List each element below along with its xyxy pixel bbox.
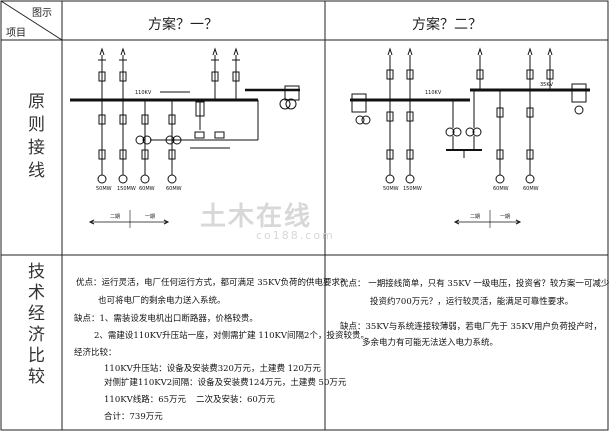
d2-gen-cap-4: 60MW — [523, 186, 539, 192]
diagram-scheme-1 — [70, 47, 300, 228]
d1-arrow-left: 二期 — [110, 214, 120, 220]
s1-line-3: 缺点：1、需装设发电机出口断路器，价格较贵。 — [74, 314, 258, 324]
d1-gen-cap-2: 150MW — [117, 186, 136, 192]
s1-line-5: 经济比较： — [74, 348, 117, 358]
d1-arrow-right: 一期 — [145, 214, 155, 220]
column-title-scheme-1: 方案？一？ — [148, 17, 218, 33]
row-label-principle-wiring: 原则接线 — [24, 92, 44, 184]
d2-bus1-label: 110KV — [425, 90, 442, 96]
watermark-sub: co188.com — [256, 229, 335, 242]
watermark-text: 土木在线 — [200, 202, 313, 232]
s2-line-1: 优点： 一期接线简单，只有 35KV 一级电压，投资省？较方案一可减少 — [340, 279, 610, 289]
s2-line-2: 投资约700万元？，运行较灵活，能满足可靠性要求。 — [370, 297, 574, 307]
s1-line-7: 对侧扩建110KV2间隔：设备及安装费124万元，土建费 50万元 — [104, 378, 347, 388]
s1-line-8: 110KV线路：65万元 — [104, 395, 187, 405]
d2-bus2-label: 35KV — [540, 82, 554, 88]
s1-line-9: 合计：739万元 — [104, 412, 163, 422]
s2-line-4: 多余电力有可能无法送入电力系统。 — [362, 338, 499, 348]
corner-label-bottom: 项目 — [6, 28, 26, 39]
d2-gen-cap-1: 50MW — [383, 186, 399, 192]
d2-gen-cap-2: 150MW — [403, 186, 422, 192]
s1-line-4: 2、需建设110KV升压站一座，对侧需扩建 110KV间隔2个，投资较贵。 — [94, 331, 369, 341]
d1-bus-label: 110KV — [135, 90, 152, 96]
d1-gen-cap-4: 60MW — [166, 186, 182, 192]
s1-line-8b: 二次及安装：60万元 — [196, 395, 275, 405]
s1-line-6: 110KV升压站：设备及安装费320万元，土建费 120万元 — [104, 364, 321, 374]
s1-line-2: 也可将电厂的剩余电力送入系统。 — [98, 296, 226, 306]
row-label-economic-comparison: 技术经济比较 — [24, 262, 44, 388]
watermark: 土木在线 co188.com — [200, 196, 335, 242]
d1-gen-cap-3: 60MW — [139, 186, 155, 192]
corner-diagonal — [0, 0, 63, 41]
d1-gen-cap-1: 50MW — [96, 186, 112, 192]
diagram-scheme-2 — [350, 47, 590, 228]
d2-arrow-left: 二期 — [470, 214, 480, 220]
s1-line-1: 优点：运行灵活，电厂任何运行方式，都可满足 35KV负荷的供电要求？ — [76, 278, 349, 288]
s2-line-3: 缺点：35KV与系统连接较薄弱，若电厂先于 35KV用户负荷投产时， — [340, 322, 602, 332]
d2-gen-cap-3: 60MW — [493, 186, 509, 192]
column-title-scheme-2: 方案？二？ — [412, 17, 482, 33]
d2-arrow-right: 一期 — [500, 214, 510, 220]
corner-label-top: 图示 — [32, 8, 52, 19]
